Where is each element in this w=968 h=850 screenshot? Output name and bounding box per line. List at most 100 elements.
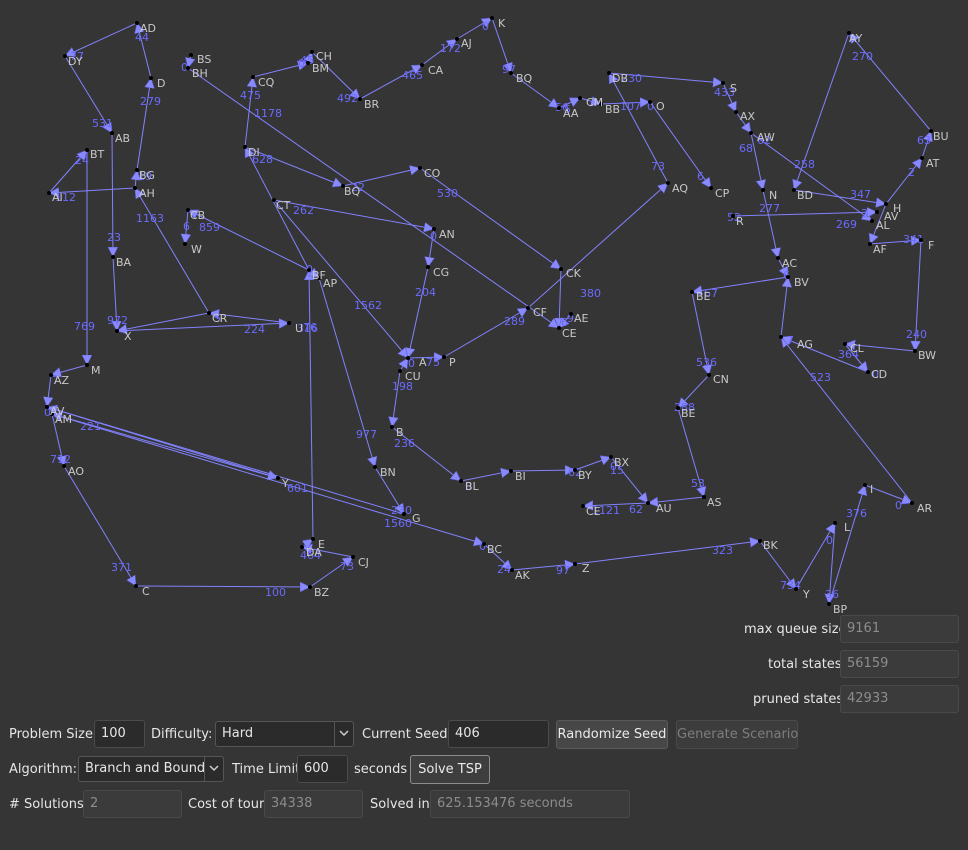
edge-cost-label: 236 xyxy=(394,437,415,450)
tour-edge-x-u xyxy=(116,323,289,332)
city-label-y: Y xyxy=(281,477,289,490)
tour-edge-b-bl xyxy=(391,426,461,481)
city-point-ce2 xyxy=(581,504,585,508)
city-label-k: K xyxy=(498,17,506,30)
edge-cost-label: 73 xyxy=(651,160,665,173)
city-label-cb: CB xyxy=(190,209,205,222)
city-point-i xyxy=(863,483,867,487)
solved-in-field[interactable]: 625.153476 seconds xyxy=(430,790,630,818)
difficulty-dropdown[interactable]: Hard xyxy=(215,721,354,747)
city-point-p xyxy=(442,355,446,359)
tour-edge-bn-g xyxy=(374,466,405,514)
edge-cost-label: 19 xyxy=(138,170,152,183)
city-label-bz: BZ xyxy=(314,586,330,599)
city-label-ah: AH xyxy=(139,187,155,200)
solutions-field[interactable]: 2 xyxy=(83,790,182,818)
city-label-br: BR xyxy=(364,98,380,111)
city-point-cr xyxy=(207,311,211,315)
cost-of-tour-field[interactable]: 34338 xyxy=(264,790,363,818)
edge-cost-label: 6 xyxy=(183,220,190,233)
city-point-cb xyxy=(186,208,190,212)
tour-edges xyxy=(47,17,931,605)
tour-edge-by-bx xyxy=(574,457,611,471)
algorithm-dropdown[interactable]: Branch and Bound xyxy=(78,756,224,782)
edge-cost-label: 376 xyxy=(846,507,867,520)
tour-edge-r-av2 xyxy=(732,212,877,216)
city-label-ad: AD xyxy=(140,22,156,35)
city-point-bw xyxy=(913,349,917,353)
city-label-ba: BA xyxy=(116,256,132,269)
chevron-down-icon xyxy=(204,757,223,781)
city-label-di: DI xyxy=(248,146,260,159)
city-point-r xyxy=(731,214,735,218)
edge-cost-label: 68 xyxy=(739,142,753,155)
tour-edge-cb-w xyxy=(185,209,188,244)
generate-scenario-button[interactable]: Generate Scenario xyxy=(676,720,798,749)
max-queue-size-field[interactable]: 9161 xyxy=(840,615,959,643)
city-point-cp xyxy=(709,186,713,190)
edge-cost-label: 0 xyxy=(895,499,902,512)
city-point-be xyxy=(676,406,680,410)
edge-cost-label: 277 xyxy=(759,202,780,215)
tour-edge-bp-i xyxy=(828,485,865,605)
city-label-bv: BV xyxy=(794,276,809,289)
edge-cost-label: 15 xyxy=(610,464,624,477)
max-queue-size-label: max queue size: xyxy=(744,622,851,637)
edge-cost-label: 56 xyxy=(555,101,569,114)
total-states-field[interactable]: 56159 xyxy=(840,650,959,678)
edge-cost-label: 240 xyxy=(906,328,927,341)
solve-tsp-button[interactable]: Solve TSP xyxy=(410,755,490,784)
city-label-be: BE xyxy=(681,407,696,420)
edge-cost-label: 172 xyxy=(440,42,461,55)
tour-edge-bz-cj xyxy=(309,556,353,588)
tour-edge-h-at xyxy=(885,158,922,205)
edge-cost-label: 464 xyxy=(300,549,321,562)
edge-cost-label: 601 xyxy=(287,482,308,495)
tour-edge-bq-aa xyxy=(510,72,559,109)
tour-edge-af-f xyxy=(869,240,921,244)
tour-edge-ch-br xyxy=(311,51,360,99)
edge-cost-label: 0 xyxy=(826,534,833,547)
tour-edge-dy-ab xyxy=(64,55,113,133)
city-point-ar xyxy=(910,501,914,505)
tour-edge-k-bq xyxy=(491,17,511,73)
city-point-bt xyxy=(85,148,89,152)
city-label-ck: CK xyxy=(566,267,582,280)
city-label-r: R xyxy=(736,215,744,228)
edge-cost-label: 0 xyxy=(479,540,486,553)
city-point-bb xyxy=(599,102,603,106)
problem-size-label: Problem Size: xyxy=(9,727,98,742)
city-label-bq: BQ xyxy=(516,72,533,85)
problem-size-input[interactable]: 100 xyxy=(94,720,145,748)
current-seed-input[interactable]: 406 xyxy=(448,720,549,748)
edge-cost-label: 347 xyxy=(850,188,871,201)
city-label-ao: AO xyxy=(68,465,84,478)
edge-cost-label: 341 xyxy=(903,233,924,246)
city-point-cd xyxy=(866,370,870,374)
edge-cost-label: 1560 xyxy=(384,517,412,530)
time-limit-input[interactable]: 600 xyxy=(297,755,348,783)
pruned-states-field[interactable]: 42933 xyxy=(840,685,959,713)
city-label-bu2: BQ xyxy=(344,185,361,198)
edge-cost-label: 433 xyxy=(714,86,735,99)
edge-cost-label: 0 xyxy=(298,57,305,70)
edge-cost-label: 269 xyxy=(836,218,857,231)
edge-cost-label: 492 xyxy=(337,92,358,105)
city-label-aw: AW xyxy=(757,131,775,144)
city-point-bn xyxy=(373,465,377,469)
edge-cost-label: 9 xyxy=(567,312,574,325)
city-label-bx: BX xyxy=(614,456,630,469)
edge-cost-label: 530 xyxy=(437,187,458,200)
city-point-aq xyxy=(666,181,670,185)
city-label-cf: CF xyxy=(533,306,547,319)
city-label-u: U xyxy=(295,322,303,335)
city-point-f xyxy=(919,238,923,242)
randomize-seed-button[interactable]: Randomize Seed xyxy=(556,720,668,749)
city-label-an: AN xyxy=(439,228,455,241)
tour-edge-a-p xyxy=(407,357,444,358)
tour-edge-y-am xyxy=(52,414,279,479)
tour-edge-ad-dy xyxy=(65,22,138,56)
city-point-av xyxy=(45,405,49,409)
edge-cost-label: 1163 xyxy=(136,212,164,225)
city-point-bv xyxy=(786,275,790,279)
